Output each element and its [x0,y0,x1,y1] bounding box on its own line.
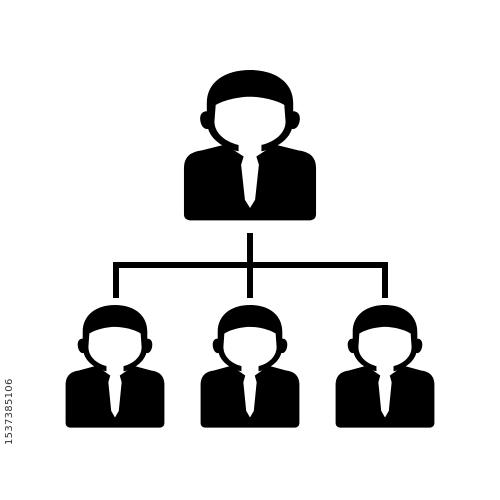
person-icon-left [65,305,165,428]
person-icon-center [200,305,300,428]
stock-id-label: 1537385106 [4,378,15,445]
connector-lines [113,233,388,298]
person-icon-top [183,70,317,221]
person-icon-right [335,305,435,428]
